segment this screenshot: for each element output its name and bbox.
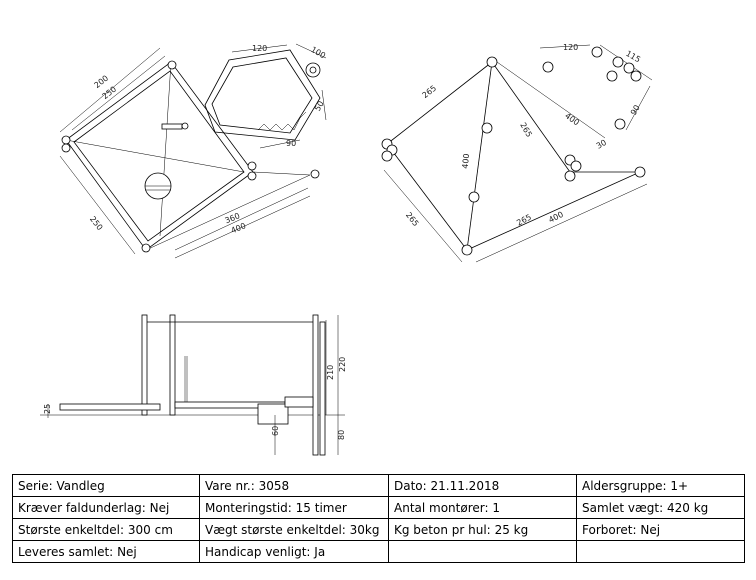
spec-cell: Serie: Vandleg	[12, 474, 200, 497]
spec-cell	[388, 540, 577, 563]
plan-dim-30: 30	[595, 138, 608, 151]
spec-value: Nej	[117, 544, 137, 559]
spec-label: Antal montører:	[394, 500, 489, 515]
plan-dim-265-d: 265	[515, 213, 533, 228]
top-view-drawing: 200 250 120 100 50 90 250 360 400	[59, 43, 327, 259]
spec-cell: Vare nr.: 3058	[199, 474, 389, 497]
top-view-dim-250-b: 250	[88, 215, 105, 233]
spec-value: 300 cm	[127, 522, 173, 537]
spec-label: Leveres samlet:	[18, 544, 114, 559]
side-dim-25: 25	[43, 404, 52, 414]
top-view-dim-50: 50	[313, 99, 326, 112]
spec-value: 25 kg	[494, 522, 529, 537]
spec-cell: Samlet vægt: 420 kg	[576, 496, 745, 519]
spec-value: Nej	[149, 500, 170, 515]
spec-value: 21.11.2018	[430, 478, 500, 493]
spec-cell: Kg beton pr hul: 25 kg	[388, 518, 577, 541]
top-view-dim-250-a: 250	[101, 85, 119, 102]
spec-label: Serie:	[18, 478, 53, 493]
spec-cell: Handicap venligt: Ja	[199, 540, 389, 563]
spec-cell: Leveres samlet: Nej	[12, 540, 200, 563]
spec-label: Handicap venligt:	[205, 544, 311, 559]
plan-dim-400-a: 400	[461, 153, 472, 169]
spec-label: Samlet vægt:	[582, 500, 664, 515]
technical-drawings: 200 250 120 100 50 90 250 360 400	[40, 43, 653, 456]
plan-dim-120: 120	[563, 43, 578, 52]
side-dim-220: 220	[338, 357, 347, 372]
spec-cell: Dato: 21.11.2018	[388, 474, 577, 497]
spec-value: 30kg	[349, 522, 380, 537]
spec-cell: Antal montører: 1	[388, 496, 577, 519]
spec-cell: Monteringstid: 15 timer	[199, 496, 389, 519]
side-dim-80: 80	[337, 430, 346, 440]
spec-label: Kræver faldunderlag:	[18, 500, 146, 515]
plan-dim-115: 115	[624, 49, 642, 64]
spec-label: Aldersgruppe:	[582, 478, 667, 493]
spec-cell: Største enkeltdel: 300 cm	[12, 518, 200, 541]
top-view-dim-120: 120	[252, 44, 267, 53]
plan-dim-90: 90	[629, 103, 642, 116]
spec-cell: Aldersgruppe: 1+	[576, 474, 745, 497]
spec-label: Største enkeltdel:	[18, 522, 125, 537]
spec-cell: Kræver faldunderlag: Nej	[12, 496, 200, 519]
spec-label: Vægt største enkeltdel:	[205, 522, 346, 537]
spec-label: Dato:	[394, 478, 427, 493]
plan-dim-265-c: 265	[404, 211, 421, 229]
side-dim-210: 210	[326, 365, 335, 380]
spec-value: 3058	[258, 478, 290, 493]
spec-value: 420 kg	[666, 500, 709, 515]
spec-value: Vandleg	[56, 478, 105, 493]
spec-label: Forboret:	[582, 522, 637, 537]
spec-value: 1+	[670, 478, 689, 493]
top-view-dim-90: 90	[286, 139, 296, 148]
spec-label: Kg beton pr hul:	[394, 522, 491, 537]
side-view-drawing: 25 210 220 60 80	[40, 314, 347, 456]
side-dim-60: 60	[271, 426, 280, 436]
spec-value: 15 timer	[295, 500, 347, 515]
spec-label: Vare nr.:	[205, 478, 255, 493]
spec-cell: Forboret: Nej	[576, 518, 745, 541]
spec-label: Monteringstid:	[205, 500, 292, 515]
spec-value: 1	[492, 500, 500, 515]
plan-dim-265-a: 265	[421, 84, 439, 101]
plan-dim-400-b: 400	[563, 111, 581, 127]
plan-dim-265-b: 265	[518, 121, 533, 139]
foundation-plan-drawing: 120 115 265 265 400 90 30 400 265 265 40…	[381, 43, 653, 263]
top-view-dim-100: 100	[309, 45, 327, 60]
spec-cell	[576, 540, 745, 563]
spec-value: Ja	[314, 544, 326, 559]
spec-cell: Vægt største enkeltdel: 30kg	[199, 518, 389, 541]
spec-value: Nej	[640, 522, 661, 537]
